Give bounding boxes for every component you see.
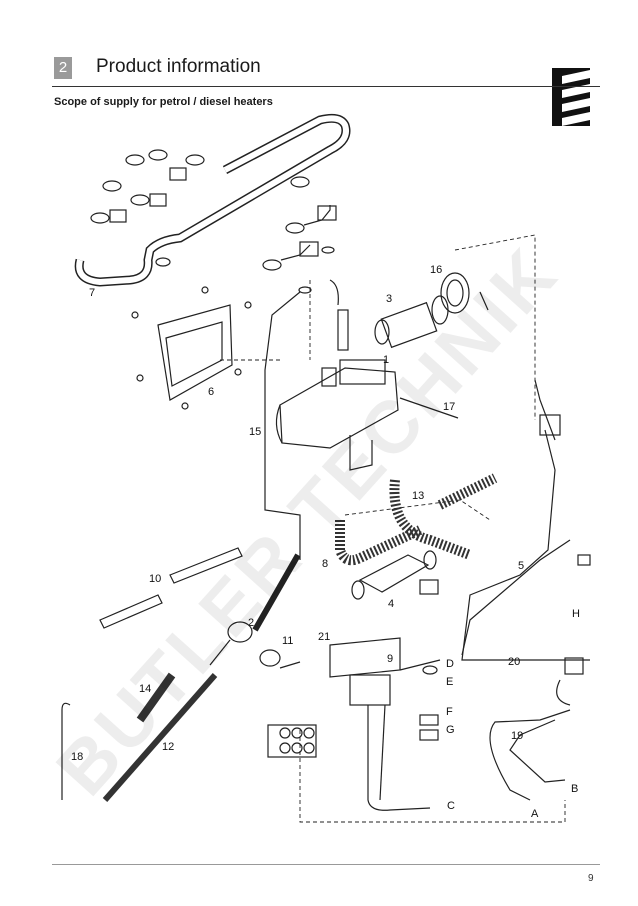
part-8-intake-pipe (335, 520, 423, 566)
callout-5: 5 (518, 560, 524, 572)
callout-2: 2 (248, 617, 254, 629)
part-15-fuel-line (264, 279, 339, 560)
callout-H: H (572, 608, 580, 620)
part-16-pump-clamp (440, 272, 489, 314)
elbow-connectors (262, 205, 337, 294)
part-11-holder (259, 649, 301, 669)
callout-A: A (531, 808, 539, 820)
part-18-fuel-standpipe (61, 702, 71, 800)
part-1-heater-unit (275, 309, 459, 471)
callout-15: 15 (249, 426, 261, 438)
section-title: Product information (96, 56, 261, 77)
callout-16: 16 (430, 264, 442, 276)
callout-3: 3 (386, 293, 392, 305)
callout-1: 1 (383, 354, 389, 366)
callout-14: 14 (139, 683, 151, 695)
part-14-fuel-pipe (136, 672, 176, 723)
part-10-mounting-straps (99, 547, 243, 629)
section-number: 2 (54, 57, 72, 79)
callout-E: E (446, 676, 453, 688)
part-7-hose-loop (74, 113, 351, 287)
callout-21: 21 (318, 631, 330, 643)
callout-F: F (446, 706, 453, 718)
callout-13: 13 (412, 490, 424, 502)
part-21-control-unit (329, 637, 441, 811)
diagram-subtitle: Scope of supply for petrol / diesel heat… (54, 96, 273, 108)
callout-9: 9 (387, 653, 393, 665)
part-6-mounting-bracket (131, 286, 252, 410)
callout-D: D (446, 658, 454, 670)
callout-10: 10 (149, 573, 161, 585)
brand-logo-icon (552, 68, 590, 126)
part-13-exhaust-pipe (389, 479, 472, 560)
page-header: 2 Product information (52, 52, 600, 126)
callout-12: 12 (162, 741, 174, 753)
page-number: 9 (588, 873, 594, 884)
callout-C: C (447, 800, 455, 812)
fuse-panel-inset (267, 724, 317, 758)
part-19-switch (489, 657, 584, 801)
assembly-guide-lines (220, 234, 566, 823)
part-20-cable (461, 539, 571, 656)
callout-B: B (571, 783, 578, 795)
callout-20: 20 (508, 656, 520, 668)
callout-19: 19 (511, 730, 523, 742)
callout-G: G (446, 724, 455, 736)
part-4-silencer (351, 550, 439, 600)
part-12-fuel-pipe (102, 673, 218, 802)
callout-6: 6 (208, 386, 214, 398)
callout-4: 4 (388, 598, 394, 610)
part-2-dosing-pump (209, 553, 301, 666)
header-divider (52, 86, 600, 87)
callout-18: 18 (71, 751, 83, 763)
exploded-parts-diagram: 7 16 3 1 6 17 15 13 8 5 10 4 H 2 11 21 9… (61, 113, 591, 823)
footer-divider (52, 864, 600, 865)
callout-11: 11 (282, 635, 293, 647)
callout-8: 8 (322, 558, 328, 570)
part-5-harness (461, 429, 590, 661)
callout-17: 17 (443, 401, 455, 413)
callout-7: 7 (89, 287, 95, 299)
